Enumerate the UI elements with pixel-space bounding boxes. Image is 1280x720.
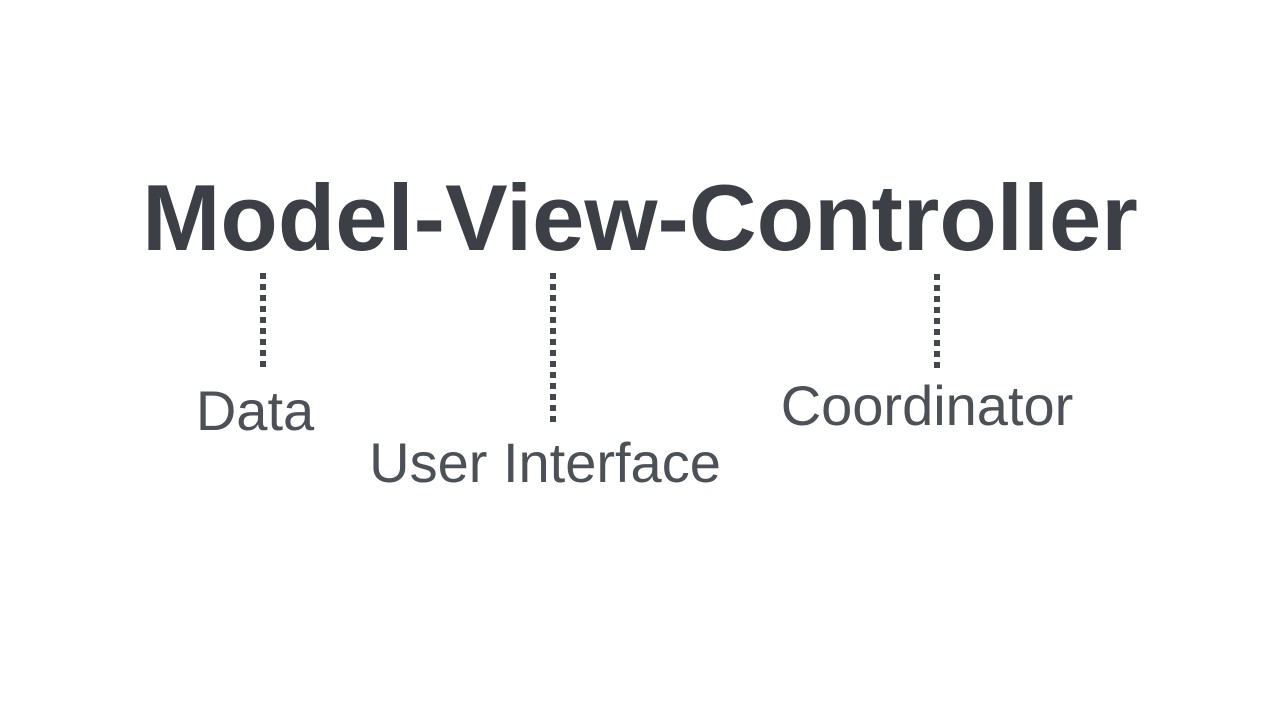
- slide-title: Model-View-Controller: [142, 165, 1138, 270]
- model-connector-dotted-line: [260, 273, 266, 368]
- controller-meaning-label: Coordinator: [780, 374, 1074, 437]
- model-meaning-label: Data: [195, 379, 315, 442]
- view-meaning-label: User Interface: [369, 431, 721, 494]
- view-connector-dotted-line: [550, 273, 556, 422]
- controller-connector-dotted-line: [934, 274, 940, 371]
